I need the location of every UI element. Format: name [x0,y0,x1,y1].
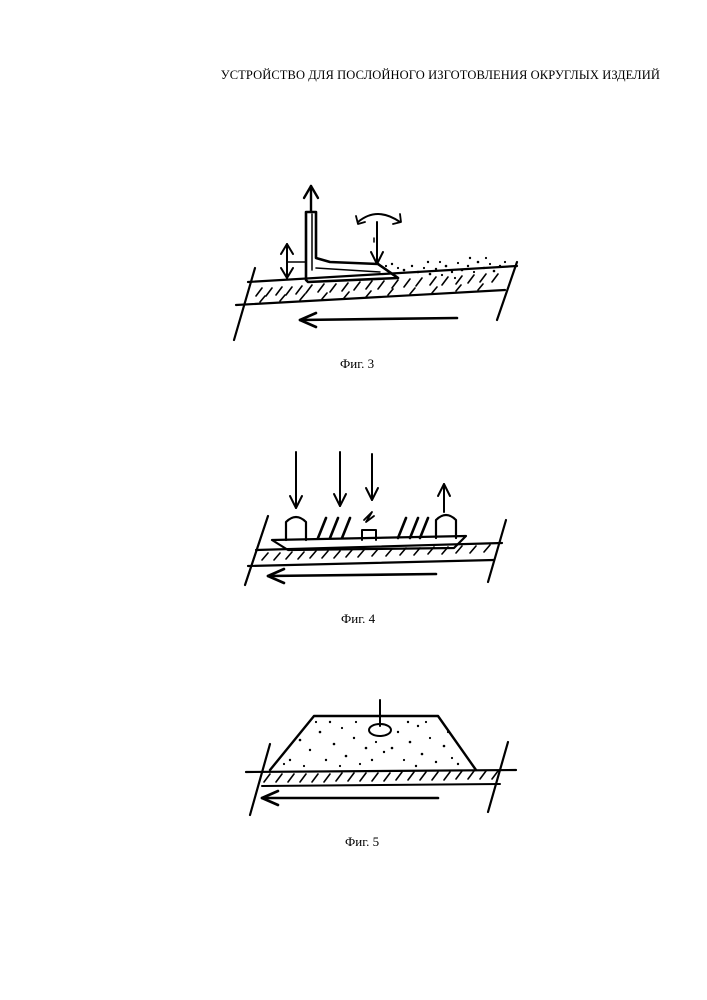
figure-5-caption: Фиг. 5 [345,834,379,850]
